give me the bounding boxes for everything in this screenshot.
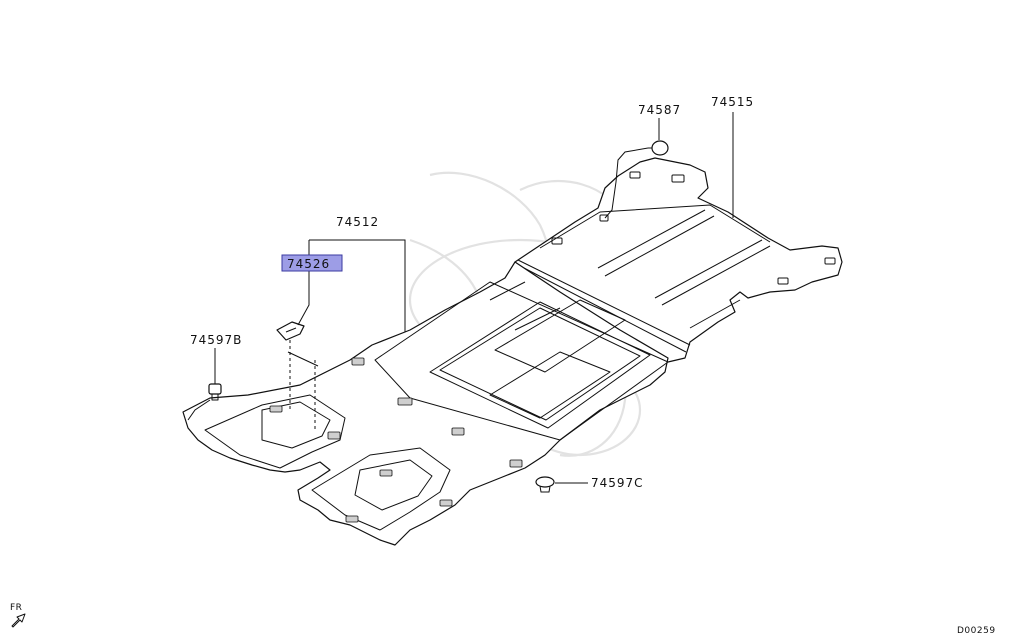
diagram-code: D00259	[957, 626, 996, 636]
label-74512[interactable]: 74512	[336, 215, 379, 229]
clip-74526	[276, 321, 305, 341]
rear-floor-mat	[514, 157, 843, 363]
label-74526[interactable]: 74526	[287, 257, 330, 271]
arrow-down-left-icon	[11, 613, 26, 628]
leader-lines	[187, 112, 734, 484]
front-floor-mat	[182, 261, 669, 546]
label-74597c[interactable]: 74597C	[591, 476, 644, 490]
label-74587[interactable]: 74587	[638, 103, 681, 117]
highlight-74526	[281, 254, 343, 272]
fastener-74587	[648, 140, 669, 156]
front-direction-indicator: FR	[10, 603, 26, 628]
direction-label: FR	[10, 603, 22, 613]
fastener-74597b	[208, 383, 222, 401]
fastener-74597c	[535, 476, 555, 493]
label-74597b[interactable]: 74597B	[190, 333, 242, 347]
part-labels: 74515 74587 74512 74526 74597B 74597C	[190, 95, 754, 490]
label-74515[interactable]: 74515	[711, 95, 754, 109]
